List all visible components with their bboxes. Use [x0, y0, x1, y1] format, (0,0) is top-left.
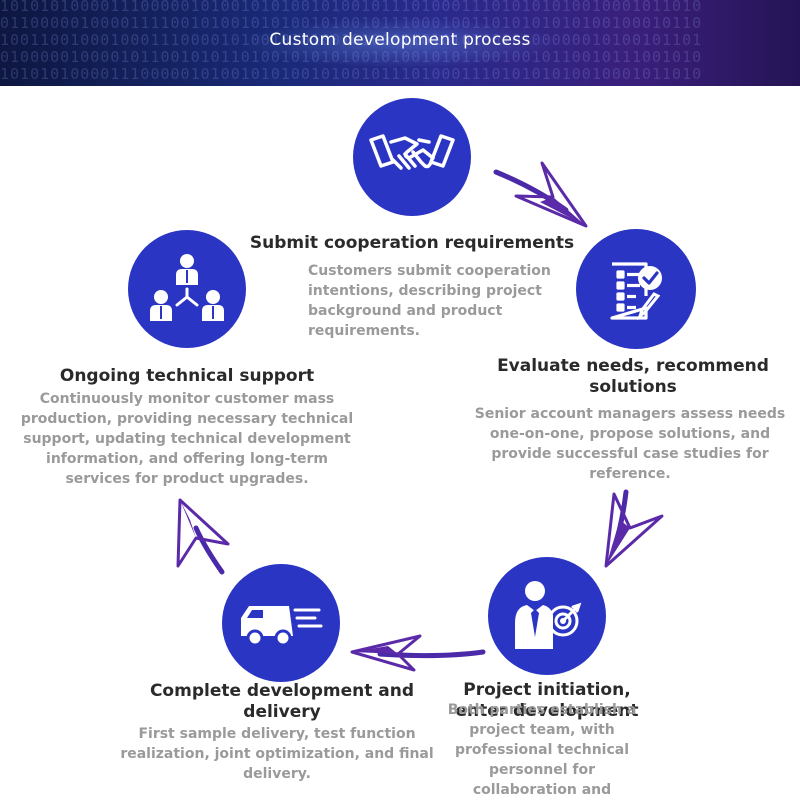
step5-title: Ongoing technical support	[59, 366, 315, 386]
step1-icon-circle	[353, 98, 471, 216]
binary-line: 1010101000011100000101001010100101001011…	[0, 0, 703, 15]
binary-line: 0100000100001011001010110100101010100101…	[0, 49, 800, 66]
step5-description: Continuously monitor customer mass produ…	[20, 391, 354, 487]
checklist-icon	[610, 262, 662, 321]
handshake-icon	[369, 134, 455, 170]
step4-icon-circle	[222, 564, 340, 682]
step3-icon-circle	[488, 557, 606, 675]
page-title: Custom development process	[269, 30, 531, 50]
binary-line: 1001100100010001110000101001010100101000…	[0, 32, 800, 49]
step5-icon-circle	[128, 230, 246, 348]
team-network-icon	[150, 254, 224, 321]
header-banner: 1010101000011100000101001010100101001011…	[0, 0, 800, 86]
step1-title: Submit cooperation requirements	[249, 233, 575, 253]
step3-title: Project initiation, enter development	[455, 680, 639, 721]
step2-title: Evaluate needs, recommend solutions	[497, 356, 769, 397]
arrow-step2-to-step3	[604, 489, 664, 568]
step2-icon-circle	[576, 229, 696, 349]
arrow-step4-to-step5	[176, 498, 230, 575]
delivery-truck-icon	[241, 606, 323, 647]
arrow-step1-to-step2	[493, 161, 588, 228]
binary-background: 1010101000011100000101001010100101001011…	[0, 0, 800, 83]
step2-description: Senior account managers assess needs one…	[474, 406, 786, 482]
step1-description: Customers submit cooperation intentions,…	[308, 263, 551, 339]
step4-title: Complete development and delivery	[149, 681, 415, 722]
binary-line: 1010101000011100000101001010100101001011…	[0, 65, 703, 83]
binary-line: 0110000010000111100101001010100101001011…	[0, 15, 800, 32]
step3-description: Both parties establish a project team, w…	[447, 702, 637, 798]
arrow-step3-to-step4	[350, 634, 486, 672]
step4-description: First sample delivery, test function rea…	[120, 726, 434, 782]
banner-glow	[240, 18, 560, 68]
businessman-target-icon	[515, 581, 582, 649]
